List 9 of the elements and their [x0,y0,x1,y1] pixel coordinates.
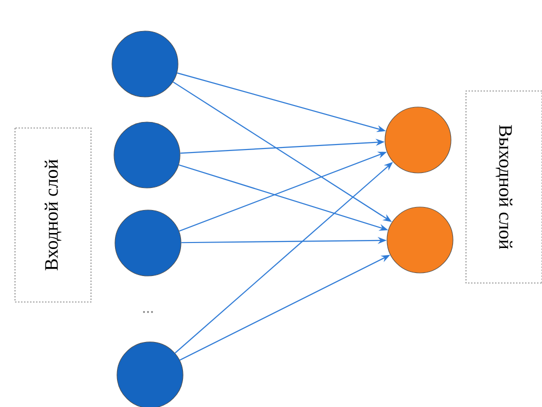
layer-label-box: Выходной слой [466,90,542,284]
layer-label-box: Входной слой [14,128,92,302]
neuron-circle [384,106,452,174]
neuron-circle [116,342,184,407]
neuron-circle [386,206,454,274]
neuron-circle [114,122,180,188]
neuron-circle [114,210,182,276]
neuron-circle [112,30,178,98]
ellipsis: ... [143,311,153,313]
